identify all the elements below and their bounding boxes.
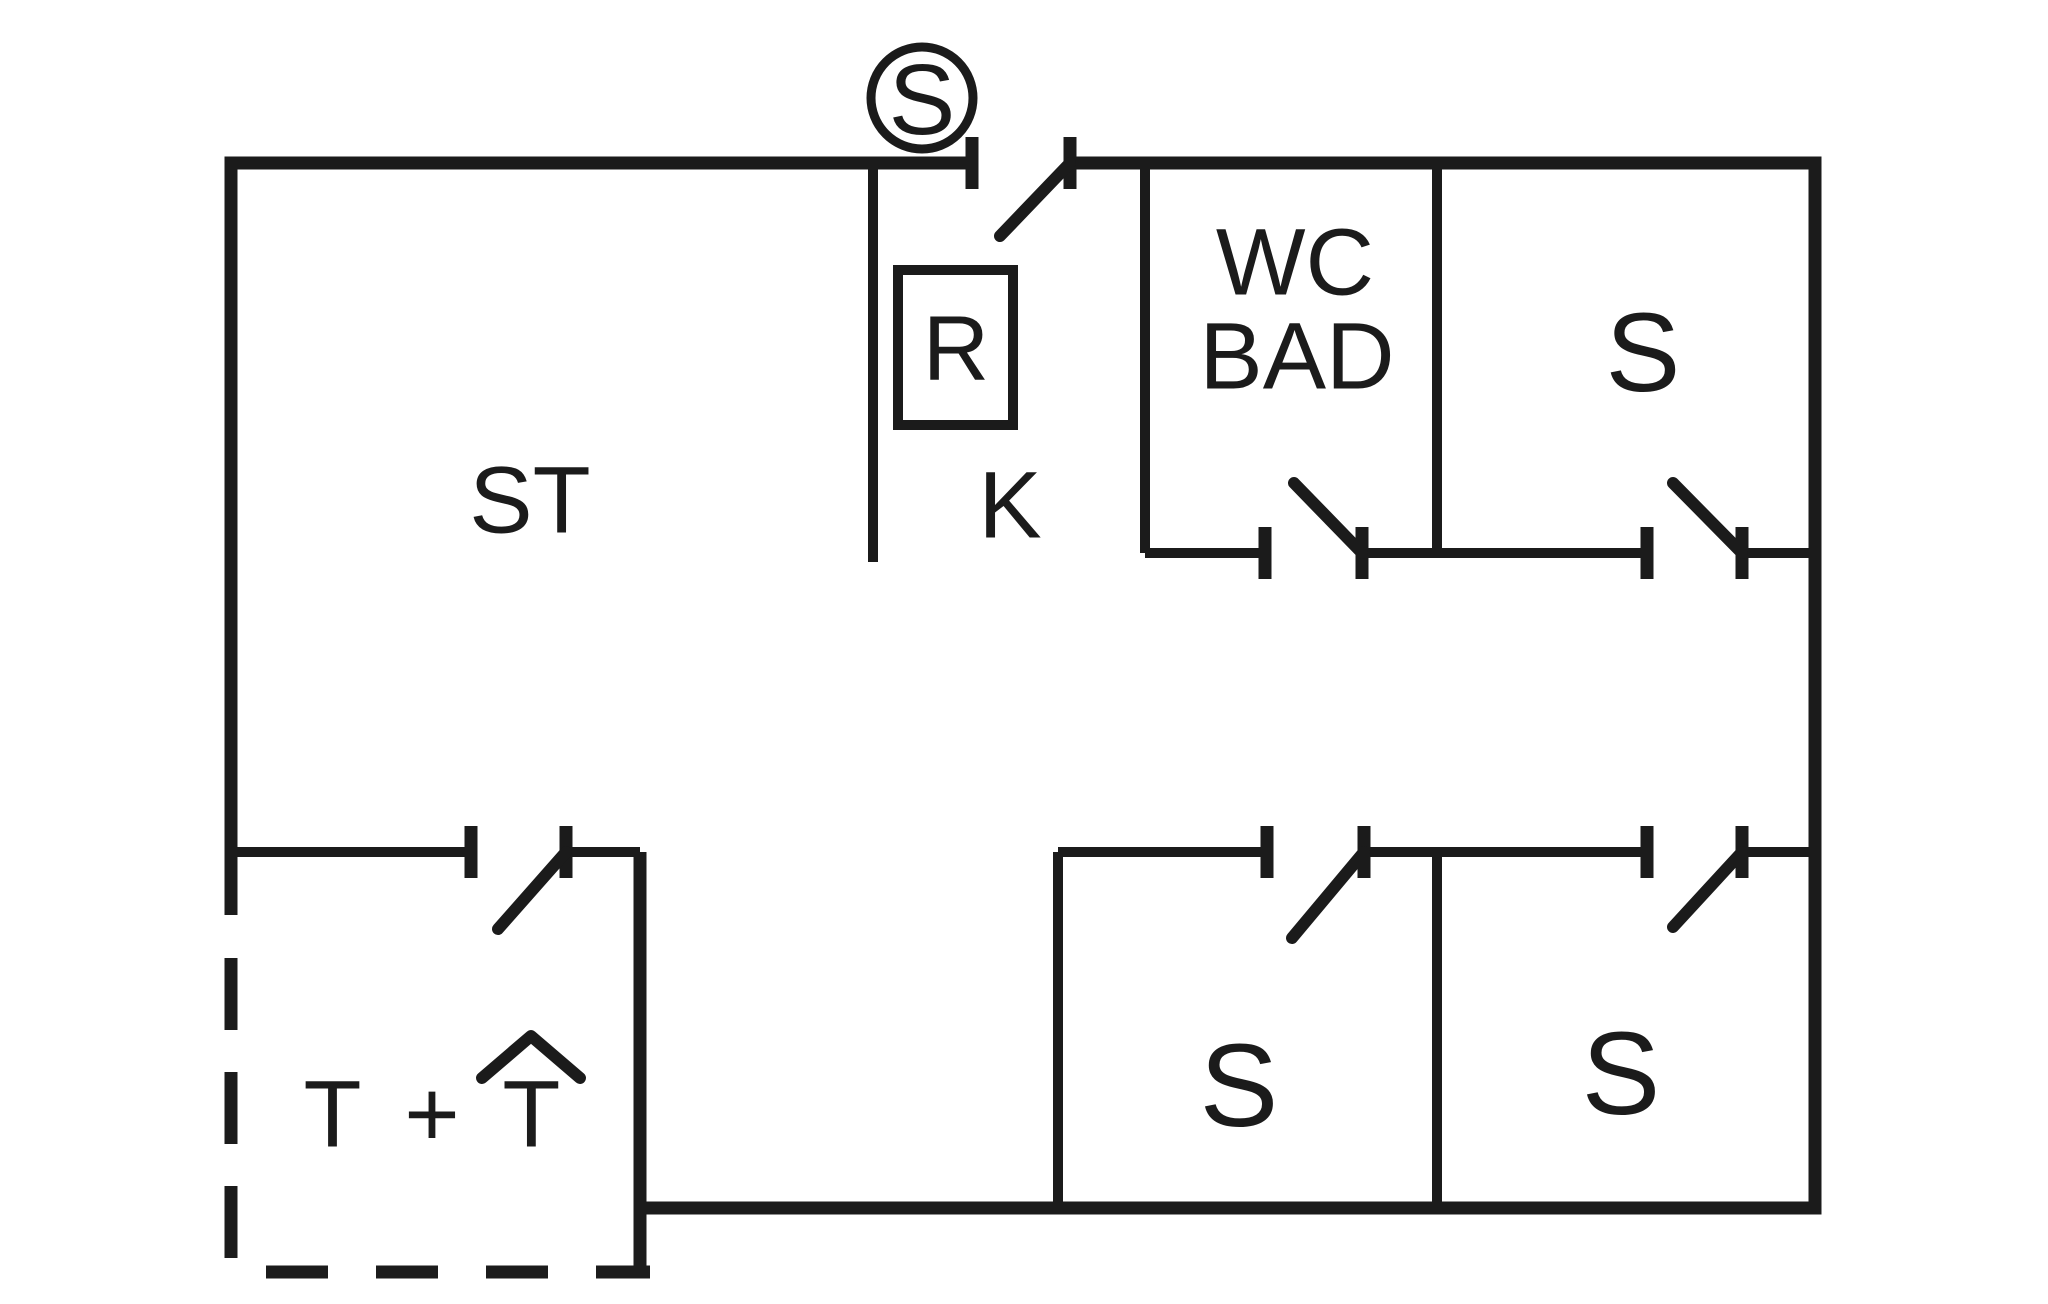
label-bedroom-bottom-right: S: [1581, 1008, 1661, 1140]
label-living-room: ST: [469, 447, 591, 554]
label-fridge: R: [922, 298, 990, 400]
door-leaf-bedroom-top-right: [1667, 477, 1748, 559]
door-leaves: [492, 157, 1748, 944]
interior-walls: [231, 163, 1815, 1208]
door-leaf-bedroom-bottom-right: [1667, 846, 1748, 933]
label-bath-line2: BAD: [1199, 303, 1395, 410]
fridge-symbol-box: [893, 265, 1018, 430]
terrace-roof-mark: [476, 1030, 586, 1084]
door-leaf-entrance: [994, 157, 1076, 242]
door-leaf-bedroom-bottom-middle: [1286, 846, 1370, 944]
label-entrance-symbol: S: [888, 44, 956, 156]
door-leaf-terrace: [492, 846, 572, 935]
label-kitchen: K: [978, 452, 1042, 559]
wall-exterior-top-right-bottom: [640, 156, 1822, 1215]
label-terrace: T + T: [303, 1061, 561, 1168]
door-opening-ticks: [464, 137, 1749, 878]
wall-exterior-left-and-top: [224, 156, 972, 915]
entrance-symbol-circle: [866, 42, 978, 154]
label-bath-line1: WC: [1215, 209, 1375, 316]
label-bedroom-bottom-middle: S: [1199, 1020, 1279, 1152]
door-leaf-bath: [1288, 477, 1368, 559]
terrace-dashed-boundary: [224, 958, 650, 1279]
exterior-walls: [224, 156, 1822, 1272]
label-bedroom-top-right: S: [1605, 290, 1681, 415]
